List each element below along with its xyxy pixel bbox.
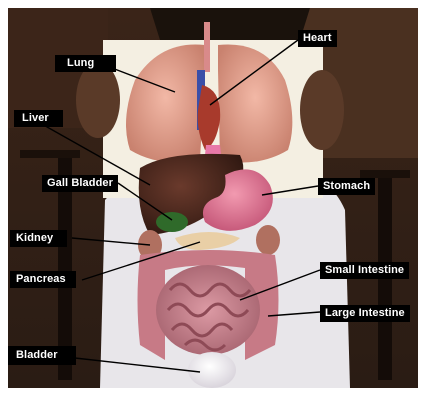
left-hand — [76, 62, 120, 138]
hair — [150, 8, 310, 40]
label-kidney: Kidney — [10, 230, 67, 247]
label-liver: Liver — [14, 110, 63, 127]
right-hand — [300, 70, 344, 150]
label-pancreas: Pancreas — [10, 271, 76, 288]
trachea — [204, 22, 210, 72]
label-gall-bladder: Gall Bladder — [42, 175, 118, 192]
label-lung: Lung — [55, 55, 116, 72]
label-bladder: Bladder — [8, 346, 76, 365]
chair-bar — [20, 150, 80, 158]
kidney-right — [256, 225, 280, 255]
chair-bar-right — [360, 170, 410, 178]
gall-bladder-shape — [156, 212, 188, 232]
label-large-intestine: Large Intestine — [320, 305, 410, 322]
label-small-intestine: Small Intestine — [320, 262, 409, 279]
bladder-shape — [188, 352, 236, 388]
label-stomach: Stomach — [318, 178, 375, 195]
label-heart: Heart — [298, 30, 337, 47]
